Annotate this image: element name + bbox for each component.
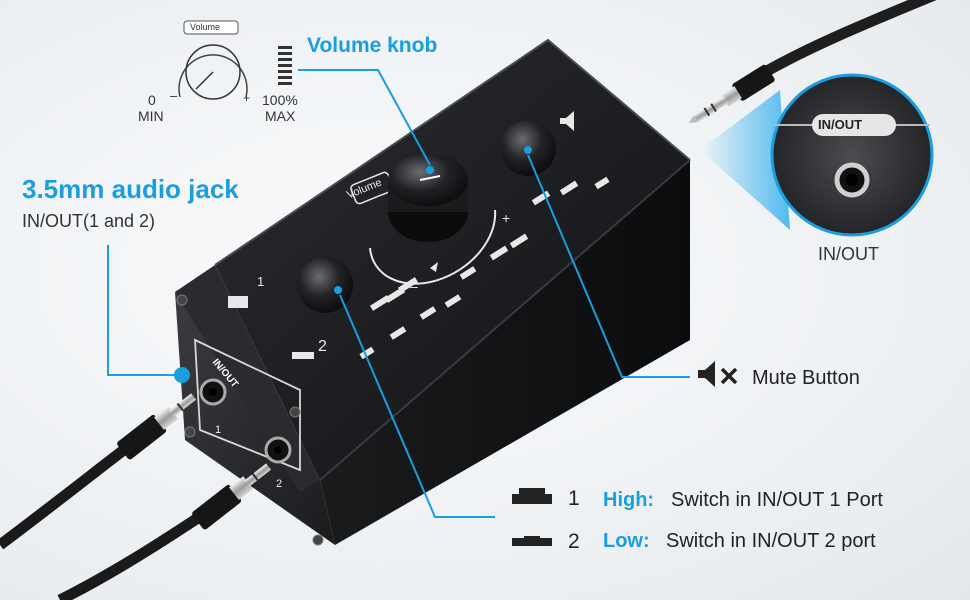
zoom-port-label: IN/OUT <box>818 117 863 132</box>
device-switch2-num: 2 <box>318 338 327 355</box>
jack-subtitle: IN/OUT(1 and 2) <box>22 211 156 231</box>
legend-low-key: Low: <box>603 530 650 552</box>
scale-min-value: 0 <box>148 92 156 108</box>
device-port1: 1 <box>215 424 222 436</box>
legend-low-num: 2 <box>568 530 580 553</box>
switch-high-icon <box>512 488 552 504</box>
device-minus: – <box>410 278 418 294</box>
switch-low-icon <box>512 536 552 546</box>
device-plus: + <box>502 210 511 226</box>
zoom-caption: IN/OUT <box>818 244 879 264</box>
scale-plus: + <box>243 91 251 105</box>
scale-max-value: 100% <box>262 92 298 108</box>
mute-icon <box>698 361 738 387</box>
jack-title: 3.5mm audio jack <box>22 174 239 204</box>
legend-high-key: High: <box>603 489 655 511</box>
mute-button-label: Mute Button <box>752 367 860 389</box>
bottom-cables <box>0 393 272 600</box>
volume-scale-icon <box>178 20 292 100</box>
scale-min-label: MIN <box>138 108 164 124</box>
scale-max-label: MAX <box>265 108 296 124</box>
leader-lines <box>107 69 690 518</box>
legend-high-num: 1 <box>568 487 580 510</box>
scale-minus: – <box>170 88 178 103</box>
legend-high-desc: Switch in IN/OUT 1 Port <box>671 489 883 511</box>
device-port2: 2 <box>276 478 283 490</box>
legend-low-desc: Switch in IN/OUT 2 port <box>666 530 876 552</box>
zoom-port-detail <box>770 73 934 237</box>
zoom-beam <box>700 90 790 230</box>
scale-label: Volume <box>190 22 221 32</box>
device-switch1-num: 1 <box>257 274 265 289</box>
volume-knob-label: Volume knob <box>307 34 438 57</box>
switch-device <box>175 38 691 546</box>
top-cable <box>689 0 937 123</box>
